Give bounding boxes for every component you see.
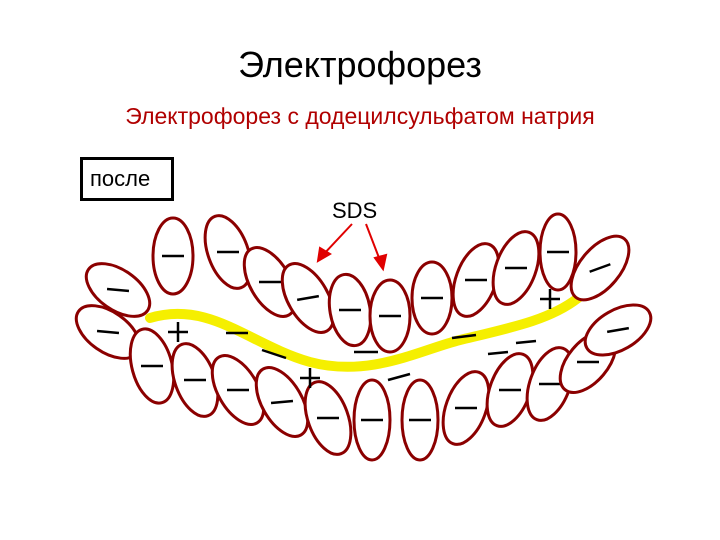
sds-micelle <box>254 366 310 438</box>
sds-micelle <box>368 278 412 354</box>
minus-sign <box>96 329 120 335</box>
minus-sign <box>261 348 287 360</box>
sds-micelle <box>303 380 353 456</box>
minus-sign <box>387 372 411 382</box>
sds-micelle <box>410 260 454 336</box>
minus-sign <box>270 399 294 405</box>
minus-sign <box>515 339 537 345</box>
minus-sign <box>606 326 630 334</box>
chain-negative-charges <box>226 331 537 382</box>
sds-micelle <box>583 303 653 357</box>
sds-label: SDS <box>332 198 378 223</box>
minus-sign <box>487 350 509 356</box>
sds-arrows <box>316 223 388 272</box>
sds-micelle <box>327 272 373 348</box>
sds-micelle <box>151 216 195 296</box>
arrowhead-left <box>316 246 332 263</box>
sds-micelle <box>352 378 392 462</box>
slide-subtitle: Электрофорез с додецилсульфатом натрия <box>125 103 595 129</box>
sds-micelle <box>280 262 336 334</box>
minus-sign <box>296 294 320 302</box>
plus-sign <box>300 368 320 388</box>
arrowhead-right <box>373 253 388 272</box>
plus-sign <box>168 322 188 342</box>
minus-sign <box>451 333 477 340</box>
positive-charges <box>168 289 560 388</box>
sds-micelle <box>400 378 440 462</box>
sds-micelle <box>491 230 541 306</box>
slide-title: Электрофорез <box>238 44 482 85</box>
arrow-left <box>321 223 353 257</box>
polypeptide-chain <box>145 293 583 372</box>
state-label: после <box>90 166 151 191</box>
sds-micelle <box>84 262 152 318</box>
sds-micelle <box>569 234 631 302</box>
sds-micelles <box>74 212 653 462</box>
minus-sign <box>106 287 130 293</box>
sds-micelle <box>203 214 253 290</box>
state-label-box: после <box>80 157 174 201</box>
plus-sign <box>540 289 560 309</box>
minus-sign <box>589 263 611 273</box>
sds-micelle <box>538 212 578 292</box>
sds-micelle <box>441 370 491 446</box>
